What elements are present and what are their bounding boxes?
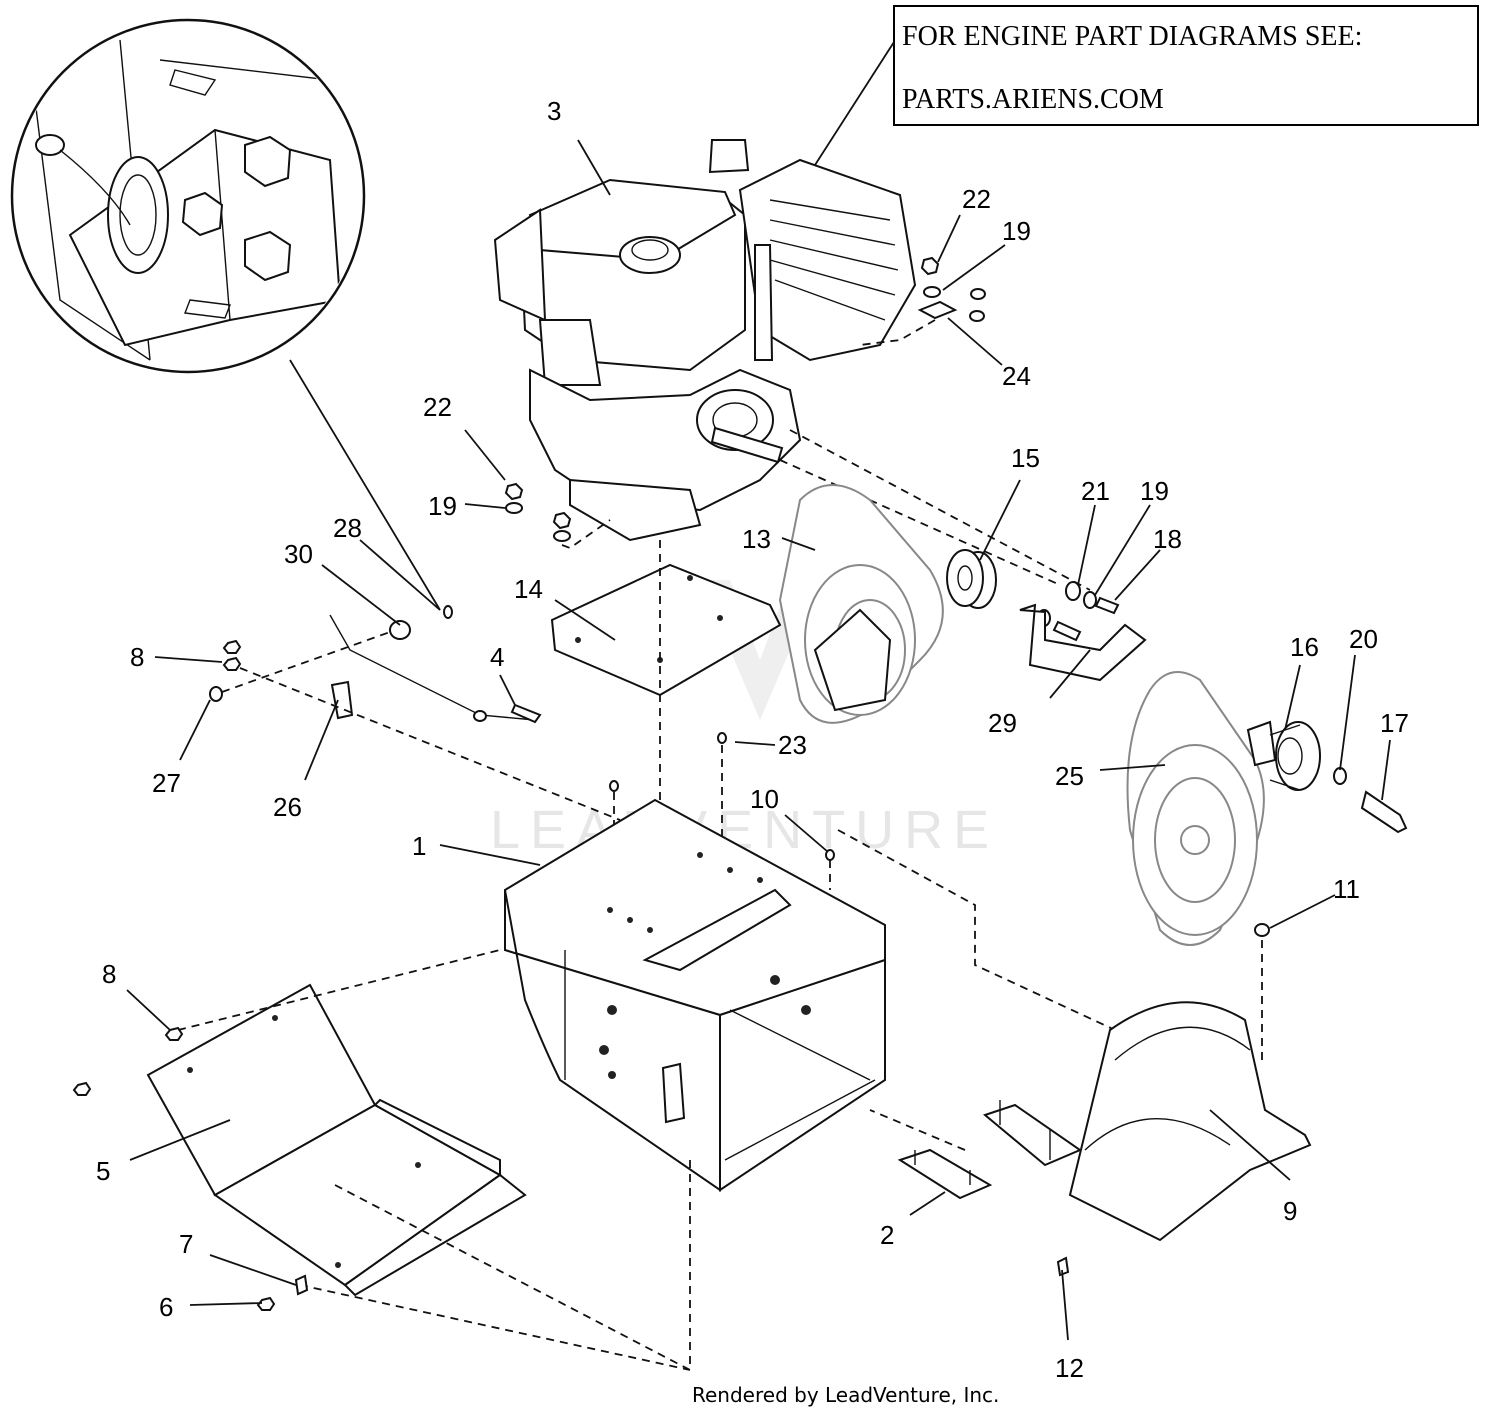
callout-22: 22 bbox=[423, 392, 452, 422]
callout-3: 3 bbox=[547, 96, 561, 126]
callout-15: 15 bbox=[1011, 443, 1040, 473]
callout-6: 6 bbox=[159, 1292, 173, 1322]
callout-2: 2 bbox=[880, 1220, 894, 1250]
engine bbox=[493, 139, 917, 542]
callout-4: 4 bbox=[490, 642, 504, 672]
callout-16: 16 bbox=[1290, 632, 1319, 662]
leader-lines bbox=[126, 139, 1391, 1341]
callout-1: 1 bbox=[412, 831, 426, 861]
cover-5 bbox=[146, 949, 691, 1371]
callout-19: 19 bbox=[1140, 476, 1169, 506]
callout-14: 14 bbox=[514, 574, 543, 604]
callout-19: 19 bbox=[1002, 216, 1031, 246]
callout-24: 24 bbox=[1002, 361, 1031, 391]
callout-27: 27 bbox=[152, 768, 181, 798]
callout-20: 20 bbox=[1349, 624, 1378, 654]
detail-view bbox=[10, 18, 441, 611]
callout-11: 11 bbox=[1333, 874, 1360, 904]
callout-18: 18 bbox=[1153, 524, 1182, 554]
callout-25: 25 bbox=[1055, 761, 1084, 791]
callout-12: 12 bbox=[1055, 1353, 1084, 1383]
frame-1 bbox=[504, 798, 886, 1192]
callout-29: 29 bbox=[988, 708, 1017, 738]
callout-5: 5 bbox=[96, 1156, 110, 1186]
footer-credit: Rendered by LeadVenture, Inc. bbox=[692, 1383, 999, 1407]
note-line-2: PARTS.ARIENS.COM bbox=[902, 84, 1164, 115]
pulley-13 bbox=[778, 484, 944, 724]
callout-8: 8 bbox=[130, 642, 144, 672]
belt-cover-9 bbox=[1056, 923, 1312, 1277]
shaft-axis-line bbox=[779, 459, 1061, 586]
engine-fasteners bbox=[504, 256, 986, 550]
callout-28: 28 bbox=[333, 513, 362, 543]
drive-pulley-assembly bbox=[1126, 671, 1408, 946]
note-line-1: FOR ENGINE PART DIAGRAMS SEE: bbox=[902, 21, 1362, 52]
plate-14 bbox=[550, 563, 782, 697]
callout-30: 30 bbox=[284, 539, 313, 569]
callout-10: 10 bbox=[750, 784, 779, 814]
callout-labels: 3 22 19 24 22 19 15 21 19 18 13 14 28 30… bbox=[96, 96, 1409, 1383]
callout-13: 13 bbox=[742, 524, 771, 554]
engine-note-box: FOR ENGINE PART DIAGRAMS SEE: PARTS.ARIE… bbox=[814, 5, 1479, 166]
cable-assembly bbox=[209, 605, 621, 821]
callout-19: 19 bbox=[428, 491, 457, 521]
callout-21: 21 bbox=[1081, 476, 1110, 506]
callout-23: 23 bbox=[778, 730, 807, 760]
fasteners-18-21 bbox=[1037, 581, 1120, 642]
bracket-29 bbox=[1019, 603, 1147, 682]
callout-17: 17 bbox=[1380, 708, 1409, 738]
callout-9: 9 bbox=[1283, 1196, 1297, 1226]
callout-26: 26 bbox=[273, 792, 302, 822]
mount-2 bbox=[869, 1100, 1083, 1200]
cover-fasteners bbox=[72, 1026, 309, 1311]
callout-22: 22 bbox=[962, 184, 991, 214]
spacer-15 bbox=[946, 549, 997, 609]
callout-7: 7 bbox=[179, 1229, 193, 1259]
callout-8: 8 bbox=[102, 959, 116, 989]
